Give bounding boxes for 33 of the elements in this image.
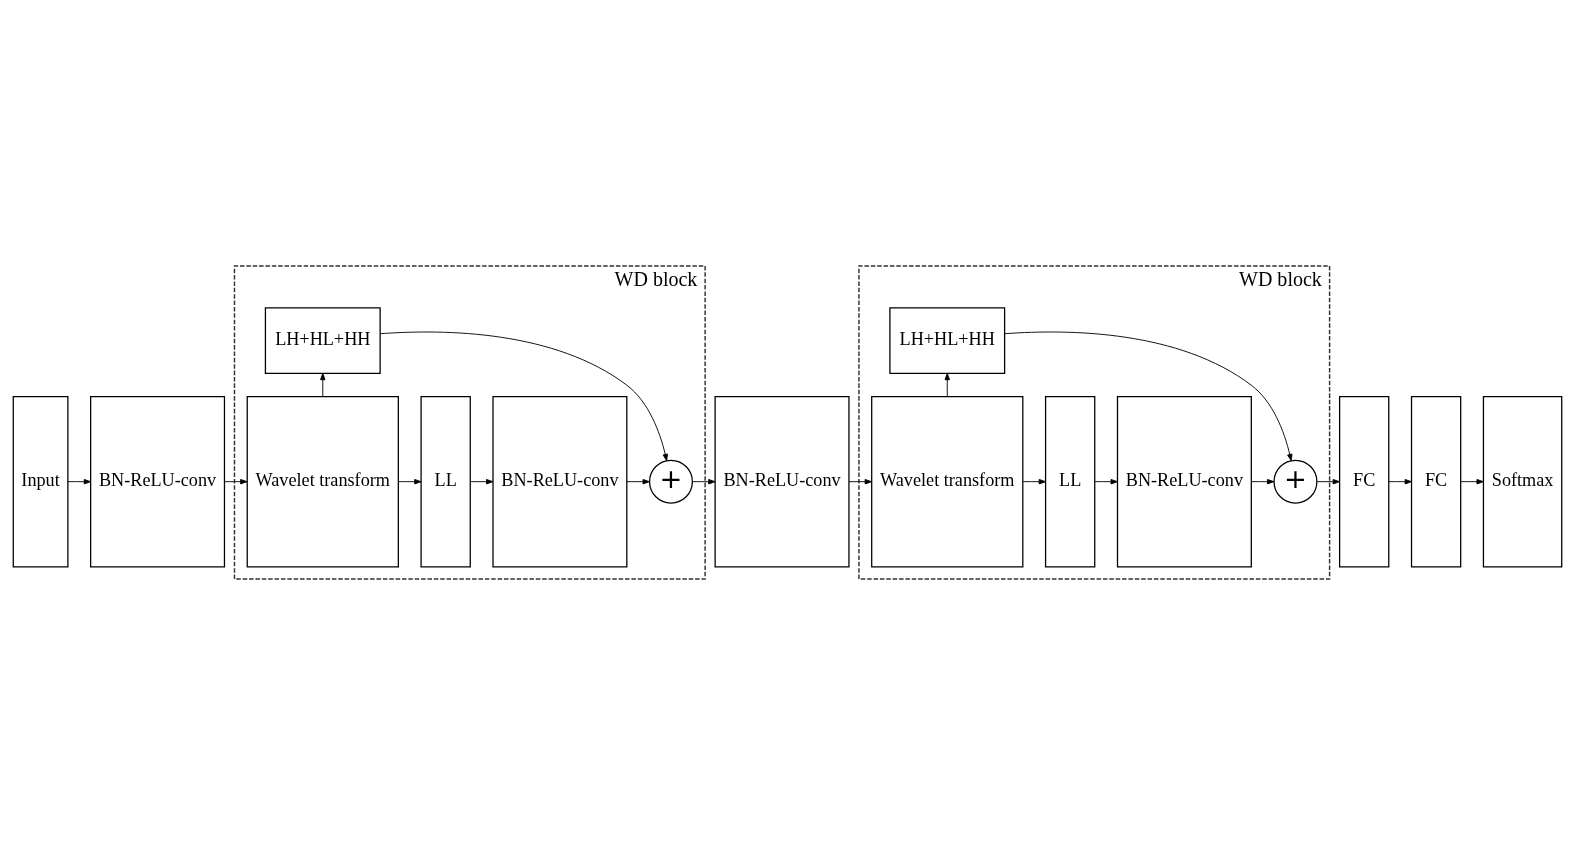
node-circle: + (648, 459, 693, 504)
arrow (1250, 478, 1275, 484)
node-circle: + (1273, 459, 1318, 504)
arrow (224, 478, 248, 484)
node-box: LL (1044, 395, 1096, 567)
node-box: Softmax (1482, 395, 1563, 567)
node-box: Wavelet transform (246, 395, 399, 567)
arrow (398, 478, 422, 484)
node-box: BN-ReLU-conv (714, 395, 850, 567)
node-box: BN-ReLU-conv (1116, 395, 1252, 567)
arrow (320, 372, 326, 397)
node-box: LH+HL+HH (264, 306, 381, 374)
arrow (379, 331, 668, 461)
node-box: FC (1410, 395, 1462, 567)
arrow (944, 372, 950, 397)
arrow (67, 478, 91, 484)
node-box: LH+HL+HH (889, 306, 1006, 374)
arrow (1460, 478, 1484, 484)
arrow (1022, 478, 1046, 484)
arrow (1388, 478, 1412, 484)
node-box: Input (12, 395, 69, 567)
arrow (626, 478, 650, 484)
arrow (1094, 478, 1118, 484)
arrow (1004, 331, 1293, 461)
node-box: BN-ReLU-conv (90, 395, 226, 567)
arrow (469, 478, 494, 484)
node-box: LL (420, 395, 471, 567)
arrow (848, 478, 872, 484)
arrow (1316, 478, 1340, 484)
node-box: Wavelet transform (871, 395, 1024, 567)
node-box: FC (1338, 395, 1390, 567)
arrow (691, 478, 716, 484)
node-box: BN-ReLU-conv (492, 395, 628, 567)
